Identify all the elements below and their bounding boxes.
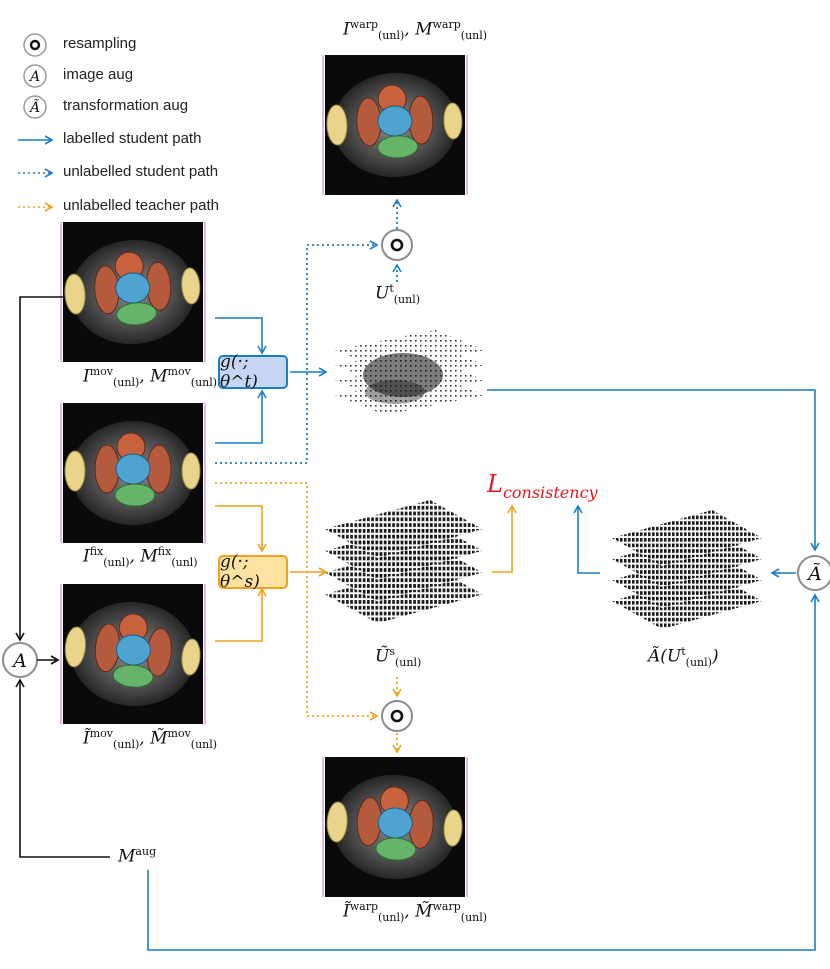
student-network-box: g(·; θ^s) (218, 552, 288, 592)
image-aug-node-label: A (11, 650, 27, 672)
wire-field-to-taug (487, 389, 820, 552)
legend-unlabelled-teacher-label: unlabelled teacher path (63, 197, 219, 214)
label-warp-top: Iwarp(unl), Mwarp(unl) (343, 18, 488, 43)
wire-fixed-to-student (215, 505, 267, 553)
legend-resampling-label: resampling (63, 35, 137, 52)
image-aug-node: A (2, 642, 38, 678)
field-teacher (335, 330, 485, 415)
wire-fixed-to-resample-top (215, 240, 379, 464)
teacher-network-box: g(·; θ^t) (218, 352, 288, 392)
image-warp-top (322, 55, 468, 195)
label-moving: Imov(unl), Mmov(unl) (83, 365, 218, 390)
wire-transformed-to-loss (573, 504, 600, 574)
field-transformed-teacher (612, 510, 762, 629)
legend-resampling-icon (23, 33, 47, 57)
label-moving-aug: Ĩmov(unl), M̃mov(unl) (83, 727, 218, 752)
legend-image-aug-symbol: A (28, 69, 40, 85)
label-fixed: Ifix(unl), Mfix(unl) (83, 545, 198, 570)
field-student (325, 500, 483, 624)
loss-subscript: consistency (502, 482, 598, 502)
image-fixed (60, 403, 206, 543)
image-moving (60, 222, 206, 362)
transformation-aug-node-label: Ã (806, 563, 822, 585)
wire-student-field-to-loss (492, 504, 517, 573)
legend-labelled-student-label: labelled student path (63, 130, 202, 147)
legend-transformation-aug-icon: Ã (23, 95, 47, 119)
loss-symbol: L (487, 470, 503, 498)
label-warp-bottom: Ĩwarp(unl), M̃warp(unl) (343, 900, 488, 925)
label-M-aug: Maug (118, 845, 157, 867)
legend-image-aug-label: image aug (63, 66, 134, 83)
wire-maug-to-taug (147, 593, 820, 951)
legend-image-aug-icon: A (23, 64, 47, 88)
resampling-top (381, 229, 413, 261)
label-U-teacher: Ut(unl) (375, 282, 421, 307)
legend-transformation-aug-label: transformation aug (63, 97, 189, 114)
wire-moving-to-aug (15, 296, 63, 642)
transformation-aug-node: Ã (797, 555, 830, 591)
wire-maug-to-aug (15, 678, 110, 858)
legend-unlabelled-student-label: unlabelled student path (63, 163, 219, 180)
resampling-bottom (381, 700, 413, 732)
wire-movaug-to-student (215, 587, 267, 642)
consistency-loss: Lconsistency (487, 470, 598, 502)
image-moving-aug (60, 584, 206, 724)
wire-fixed-to-resample-bottom (215, 482, 379, 721)
wire-fixed-to-teacher (215, 389, 267, 444)
legend-transformation-aug-symbol: Ã (28, 98, 40, 116)
wire-moving-to-teacher (215, 317, 267, 355)
label-A-of-U: Ã(Ut(unl)) (648, 645, 719, 670)
image-warp-bottom (322, 757, 468, 897)
label-U-student: Ũs(unl) (375, 645, 422, 670)
